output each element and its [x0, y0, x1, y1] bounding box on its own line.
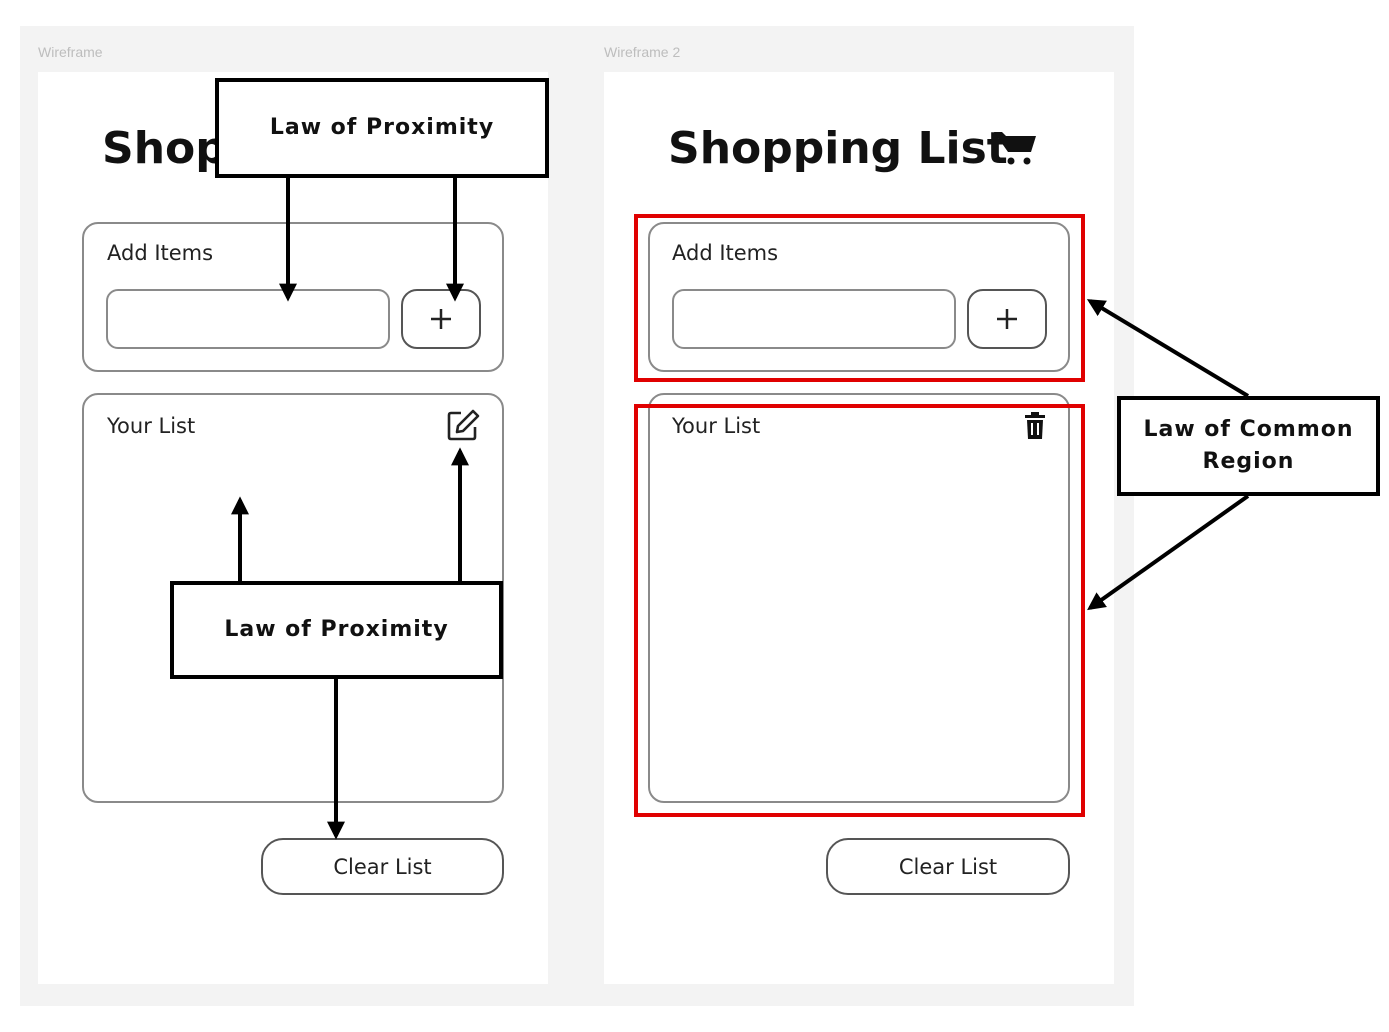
callout-line-2: Region	[1202, 449, 1295, 474]
edit-icon[interactable]	[446, 408, 480, 442]
plus-icon	[997, 309, 1017, 329]
law-of-common-region-callout: Law of Common Region	[1117, 396, 1380, 496]
your-list-label: Your List	[107, 414, 196, 438]
plus-icon	[431, 309, 451, 329]
common-region-highlight-list	[634, 404, 1085, 817]
add-item-input[interactable]	[106, 289, 390, 349]
law-of-proximity-callout-top: Law of Proximity	[215, 78, 549, 178]
frame-label-wireframe: Wireframe	[38, 44, 103, 60]
your-list-label-2: Your List	[672, 414, 761, 438]
clear-list-button[interactable]: Clear List	[261, 838, 504, 895]
clear-list-button-2[interactable]: Clear List	[826, 838, 1070, 895]
law-of-proximity-callout-bottom: Law of Proximity	[170, 581, 503, 679]
your-list-panel-2	[648, 393, 1070, 803]
add-item-button-2[interactable]	[967, 289, 1047, 349]
common-region-highlight-add	[634, 214, 1085, 382]
add-item-input-2[interactable]	[672, 289, 956, 349]
add-items-label-2: Add Items	[672, 241, 779, 265]
frame-label-wireframe-2: Wireframe 2	[604, 44, 681, 60]
page-title-2: Shopping List	[668, 123, 1008, 174]
add-items-label: Add Items	[107, 241, 214, 265]
page-title: Shop	[102, 123, 227, 174]
callout-line-1: Law of Common	[1143, 417, 1354, 442]
trash-icon[interactable]	[1024, 412, 1046, 440]
cart-icon	[994, 132, 1036, 165]
add-item-button[interactable]	[401, 289, 481, 349]
